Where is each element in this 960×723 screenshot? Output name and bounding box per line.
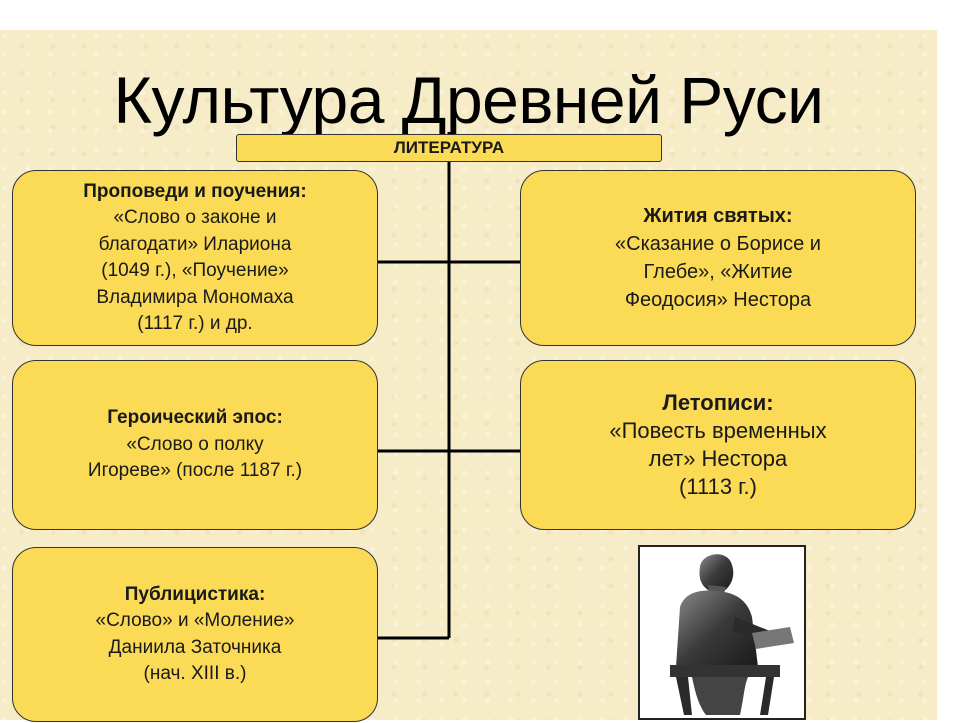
node-text: «Слово о законе и благодати» Илариона (1…	[96, 207, 294, 334]
connector-lines	[378, 132, 520, 640]
root-label: ЛИТЕРАТУРА	[393, 138, 505, 157]
node-chronicles: Летописи: «Повесть временных лет» Нестор…	[520, 360, 916, 530]
node-heroic-epic: Героический эпос: «Слово о полку Игореве…	[12, 360, 378, 530]
node-heading: Героический эпос:	[107, 407, 283, 429]
node-heading: Публицистика:	[124, 583, 266, 605]
node-text: «Сказание о Борисе и Глебе», «Житие Феод…	[615, 233, 821, 311]
nestor-statue-image	[638, 545, 806, 720]
statue-of-chronicler-nestor-icon	[670, 554, 794, 715]
page-title: Культура Древней Руси	[113, 63, 824, 137]
root-node-literature: ЛИТЕРАТУРА	[236, 134, 662, 162]
slide-background: Культура Древней Руси ЛИТЕРАТУРА Пропове…	[0, 30, 937, 722]
node-heading: Проповеди и поучения:	[83, 180, 307, 202]
node-text: «Слово о полку Игореве» (после 1187 г.)	[87, 433, 303, 482]
node-publicistics: Публицистика: «Слово» и «Моление» Даниил…	[12, 547, 378, 722]
node-text: «Повесть временных лет» Нестора (1113 г.…	[609, 418, 827, 499]
node-heading: Жития святых:	[643, 205, 793, 227]
node-heading: Летописи:	[662, 390, 774, 415]
node-sermons: Проповеди и поучения: «Слово о законе и …	[12, 170, 378, 346]
node-text: «Слово» и «Моление» Даниила Заточника (н…	[95, 610, 295, 684]
node-lives-of-saints: Жития святых: «Сказание о Борисе и Глебе…	[520, 170, 916, 346]
